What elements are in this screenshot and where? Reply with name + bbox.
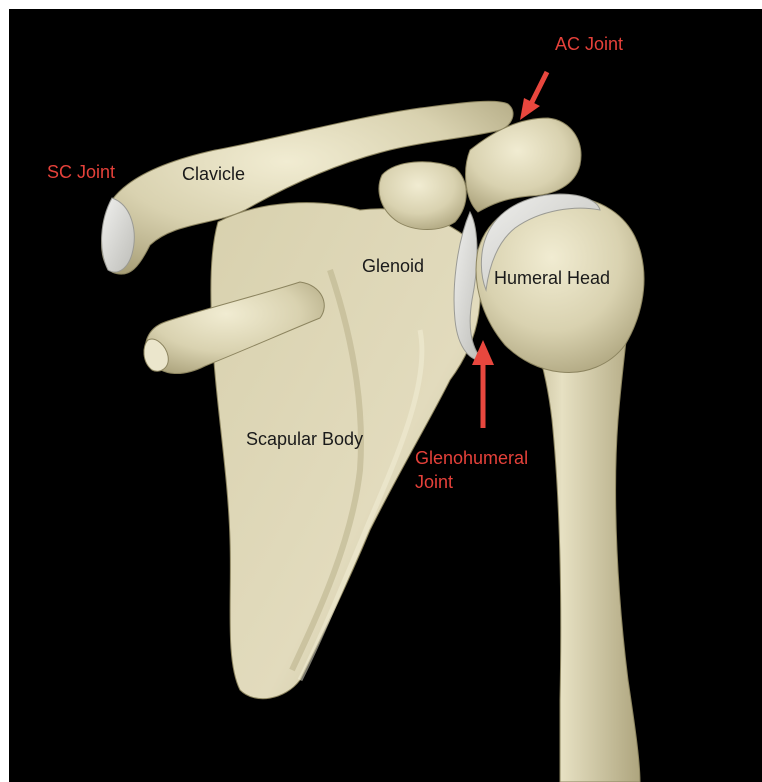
clavicle-label: Clavicle [182, 162, 245, 186]
glenohumeral-label-line2: Joint [415, 470, 528, 494]
scapular-body-label: Scapular Body [246, 427, 363, 451]
ac-joint-label: AC Joint [555, 32, 623, 56]
glenohumeral-label-line1: Glenohumeral [415, 446, 528, 470]
sc-joint-label: SC Joint [47, 160, 115, 184]
glenohumeral-joint-label: Glenohumeral Joint [415, 446, 528, 494]
humeral-head-label: Humeral Head [494, 266, 610, 290]
glenoid-label: Glenoid [362, 254, 424, 278]
